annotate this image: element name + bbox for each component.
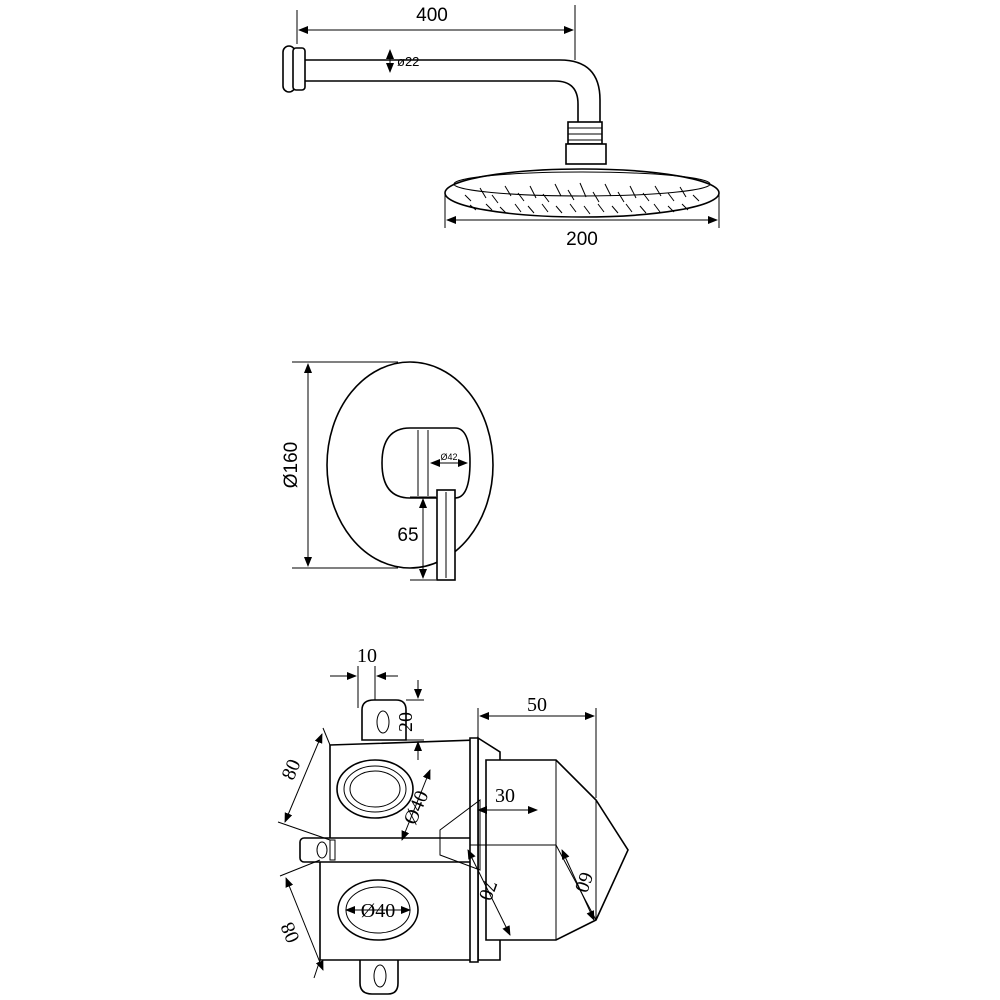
flange-height-label: 20 (395, 712, 417, 732)
body-depth-label: 80 (277, 756, 305, 783)
plate-diameter-label: Ø160 (281, 442, 302, 488)
nozzle-pattern (464, 182, 700, 215)
mixer-plate-drawing: Ø42 Ø160 65 (281, 361, 494, 581)
handle-diameter-label: Ø42 (440, 452, 457, 462)
spindle-label: 30 (495, 785, 515, 807)
valve-body-drawing: 10 20 80 08 Ø40 Ø40 50 30 70 (276, 645, 629, 995)
lever-length-label: 65 (397, 525, 418, 546)
flange-width-label: 10 (357, 645, 377, 667)
outlet-bottom-diameter-label: Ø40 (361, 900, 395, 922)
pipe-diameter-label: ø22 (397, 54, 419, 69)
shower-arm-drawing: 400 ø22 200 (282, 5, 720, 250)
cover-depth-label: 50 (527, 694, 547, 716)
head-diameter-label: 200 (566, 229, 598, 250)
arm-length-label: 400 (416, 5, 448, 26)
body-depth-label-bottom: 08 (276, 919, 304, 946)
